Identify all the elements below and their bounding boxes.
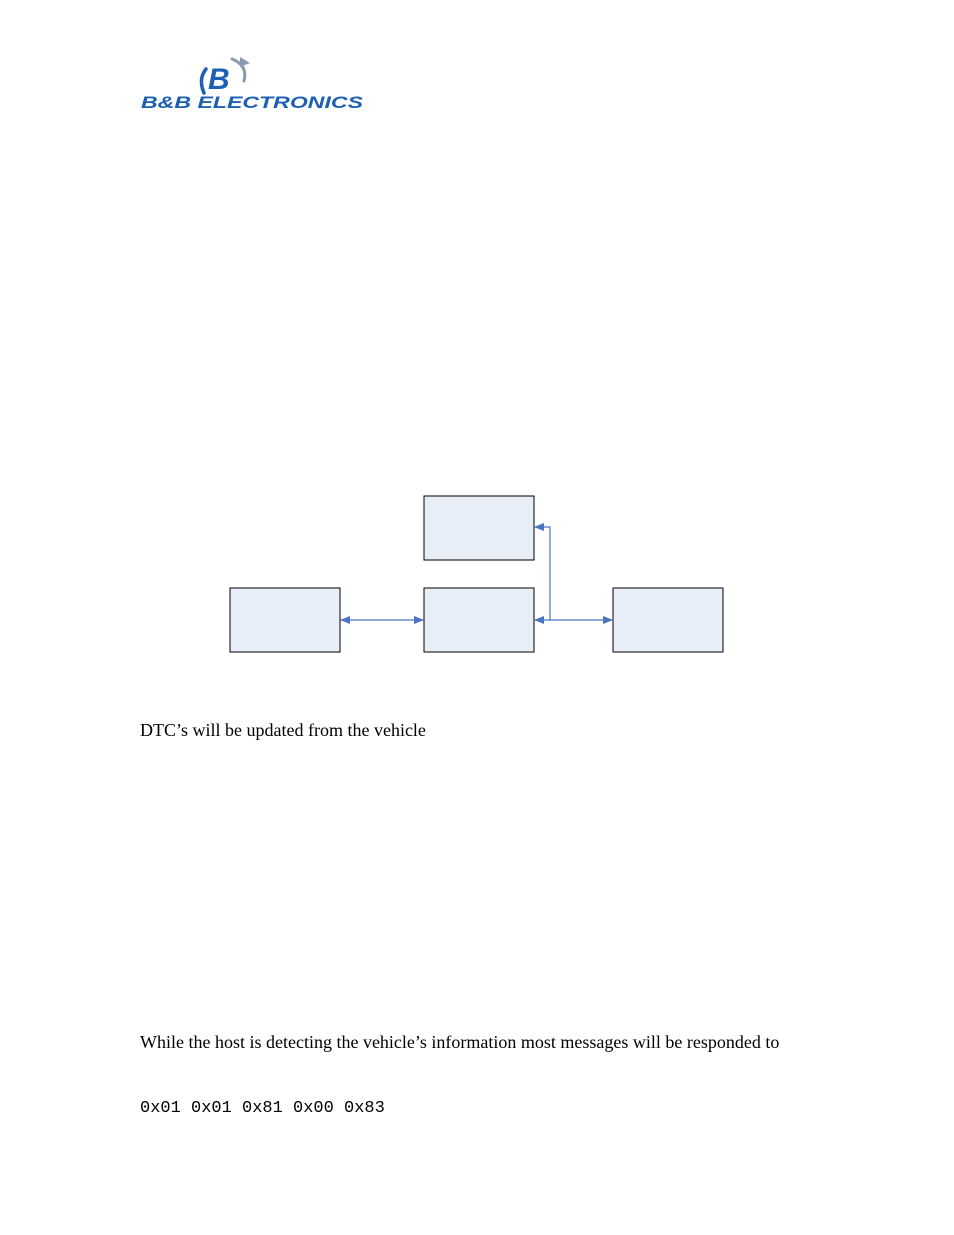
diagram-box-top (423, 495, 535, 561)
arrow-elbow-to-top (534, 523, 551, 620)
code-sample: 0x01 0x01 0x81 0x00 0x83 (140, 1099, 385, 1118)
logo-swoosh-tip (240, 57, 250, 67)
diagram-box-right (612, 587, 724, 653)
logo-wordmark: B&B ELECTRONICS (141, 93, 364, 112)
logo-swoosh-left (199, 67, 208, 95)
logo-monogram: B (208, 63, 230, 96)
diagram-box-left (229, 587, 341, 653)
paragraph-dtc-update: DTC’s will be updated from the vehicle (140, 720, 426, 740)
logo-swoosh-right (230, 57, 247, 83)
diagram-box-center (423, 587, 535, 653)
paragraph-host-detecting: While the host is detecting the vehicle’… (140, 1032, 780, 1052)
bb-electronics-logo: B B&B ELECTRONICS (141, 57, 364, 112)
